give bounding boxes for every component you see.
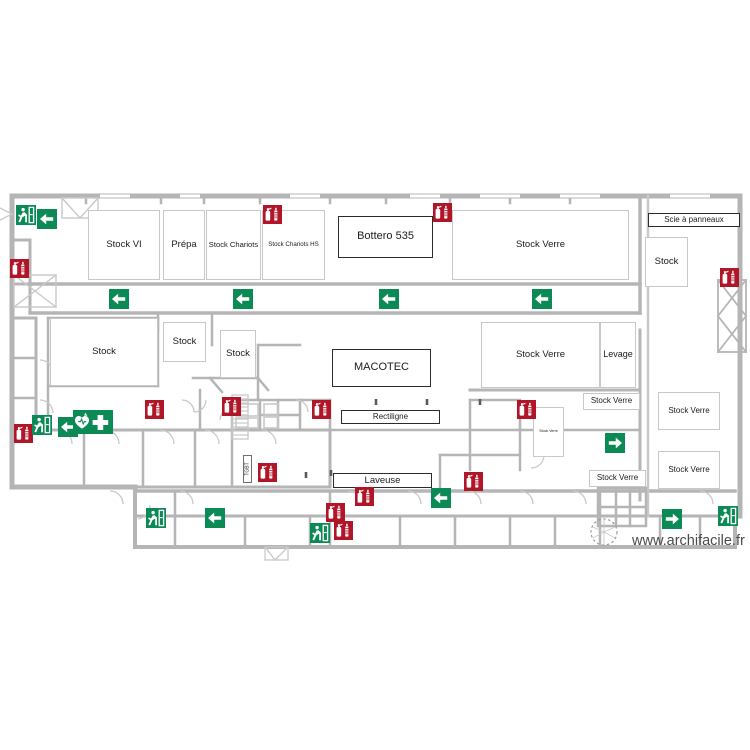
room-label: Stock [172,336,197,348]
fire-extinguisher-icon[interactable] [14,424,33,443]
exit-arrow-right-icon[interactable] [605,433,625,453]
room-stock-left-large[interactable]: Stock [50,318,158,386]
room-laveuse[interactable]: Laveuse [333,473,432,488]
fire-extinguisher-icon[interactable] [312,400,331,419]
room-stock-right-top[interactable]: Stock [645,237,688,287]
fire-extinguisher-icon[interactable] [263,205,282,224]
room-label: Scie à panneaux [664,214,724,224]
room-label: MACOTEC [354,361,409,374]
fire-extinguisher-icon[interactable] [334,521,353,540]
exit-arrow-right-icon[interactable] [662,509,682,529]
tag-tgbt[interactable]: TGBT [243,455,252,483]
fire-extinguisher-icon[interactable] [517,400,536,419]
room-stock-verre-small-b[interactable]: Stock Verre [589,470,646,487]
fire-extinguisher-icon[interactable] [10,259,29,278]
room-label: Stock Verre [515,239,566,251]
fire-extinguisher-icon[interactable] [355,487,374,506]
fire-extinguisher-icon[interactable] [145,400,164,419]
room-label: Stock Chariots HS [268,240,319,248]
room-stock-mid-small[interactable]: Stock [163,322,206,362]
fire-extinguisher-icon[interactable] [258,463,277,482]
fire-extinguisher-icon[interactable] [326,503,345,522]
fire-extinguisher-icon[interactable] [720,268,739,287]
fire-extinguisher-icon[interactable] [464,472,483,491]
room-label: Stock Chariots [208,240,259,250]
exit-arrow-left-icon[interactable] [205,508,225,528]
emergency-exit-icon[interactable] [310,523,330,543]
exit-arrow-left-icon[interactable] [233,289,253,309]
exit-arrow-left-icon[interactable] [532,289,552,309]
exit-arrow-left-icon[interactable] [109,289,129,309]
room-label: Stock Verre [668,405,710,415]
room-stock-chariots[interactable]: Stock Chariots [206,210,261,280]
room-stock-verre-right-1[interactable]: Stock Verre [658,392,720,430]
room-stock-verre-top[interactable]: Stock Verre [452,210,629,280]
room-label: Stock Verre [668,464,710,474]
room-stock-verre-tiny[interactable]: Stock Verre [533,407,564,457]
room-rectiligne[interactable]: Rectiligne [341,410,440,424]
room-label: Stock [226,348,250,360]
exit-arrow-left-icon[interactable] [431,488,451,508]
room-bottero-535[interactable]: Bottero 535 [338,216,433,258]
room-label: Stock Verre [590,396,633,406]
room-label: Stock Verre [596,473,639,483]
fire-extinguisher-icon[interactable] [222,397,241,416]
room-scie-a-panneaux[interactable]: Scie à panneaux [648,213,740,227]
room-prepa[interactable]: Prépa [163,210,205,280]
room-label: Laveuse [364,474,401,486]
emergency-exit-icon[interactable] [16,205,36,225]
room-stock-vi[interactable]: Stock VI [88,210,160,280]
watermark-archifacile: www.archifacile.fr [632,533,745,549]
room-stock-mid-tall[interactable]: Stock [220,330,256,378]
room-label: Stock Verre [539,429,558,434]
room-levage[interactable]: Levage [600,322,636,388]
emergency-exit-icon[interactable] [718,506,738,526]
room-label: Levage [603,349,633,360]
room-macotec[interactable]: MACOTEC [332,349,431,387]
emergency-exit-icon[interactable] [32,415,52,435]
first-aid-aed-icon[interactable] [73,410,113,434]
room-stock-verre-right-2[interactable]: Stock Verre [658,451,720,489]
exit-arrow-left-icon[interactable] [379,289,399,309]
fire-extinguisher-icon[interactable] [433,203,452,222]
room-label: Stock [654,256,679,268]
emergency-exit-icon[interactable] [146,508,166,528]
room-label: Stock VI [106,239,142,251]
room-label: Prépa [171,239,197,251]
room-label: Bottero 535 [357,230,414,243]
room-label: Stock [92,346,116,358]
room-stock-verre-mid[interactable]: Stock Verre [481,322,600,388]
room-label: Stock Verre [515,349,566,361]
room-stock-verre-small-a[interactable]: Stock Verre [583,393,640,410]
room-label: Rectiligne [372,411,409,421]
exit-arrow-left-icon[interactable] [37,209,57,229]
